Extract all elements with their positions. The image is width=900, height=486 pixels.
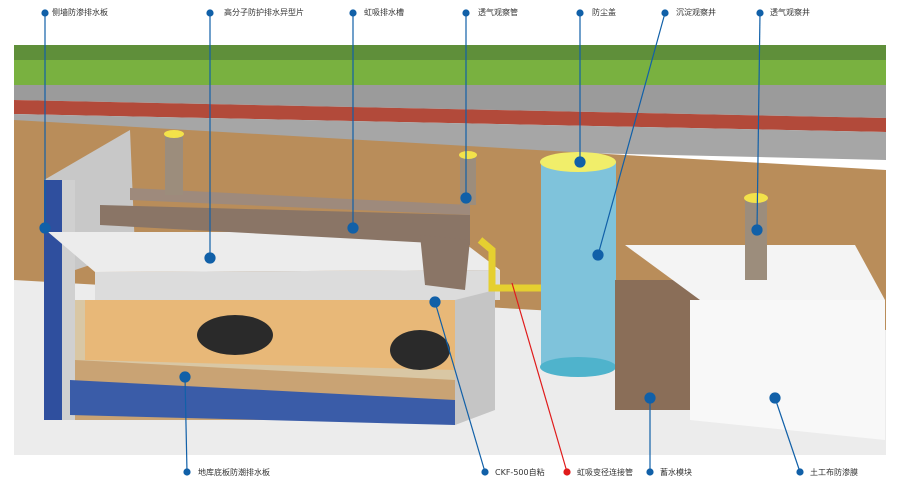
side-wall-membrane (44, 180, 62, 420)
sediment-well-shape (541, 162, 616, 367)
pavement (14, 114, 886, 160)
label-vent-well: 透气观察井 (770, 8, 810, 17)
label-side-wall-board: 侧墙防渗排水板 (52, 8, 108, 17)
road (14, 85, 886, 118)
label-siphon-trough: 虹吸排水槽 (364, 8, 404, 17)
curb-strip (14, 100, 886, 132)
tank-enclosure (690, 300, 885, 440)
vent-pipe-shape (165, 135, 183, 195)
label-garage-floor-board: 地库底板防潮排水板 (198, 468, 270, 477)
callout-lines (39, 9, 804, 476)
roof-slab (48, 232, 500, 272)
reducer-pipe-shape (477, 237, 545, 292)
car (197, 315, 273, 355)
label-sediment-well: 沉淀观察井 (676, 8, 716, 17)
floor-membrane (70, 380, 455, 425)
label-geotextile: 土工布防渗膜 (810, 468, 858, 477)
siphon-trough-shape (100, 205, 470, 245)
label-reducer-pipe: 虹吸变径连接管 (577, 468, 633, 477)
callout-line-red (511, 282, 571, 476)
label-vent-pipe: 透气观察管 (478, 8, 518, 17)
label-dust-cover: 防尘盖 (592, 8, 616, 17)
label-storage-module: 蓄水模块 (660, 468, 692, 477)
label-polymer-sheet: 高分子防护排水异型片 (224, 8, 304, 17)
grass (14, 60, 886, 85)
car (390, 330, 450, 370)
storage-module-shape (615, 280, 700, 410)
label-ckf-adhesive: CKF-500自粘 (495, 468, 545, 477)
